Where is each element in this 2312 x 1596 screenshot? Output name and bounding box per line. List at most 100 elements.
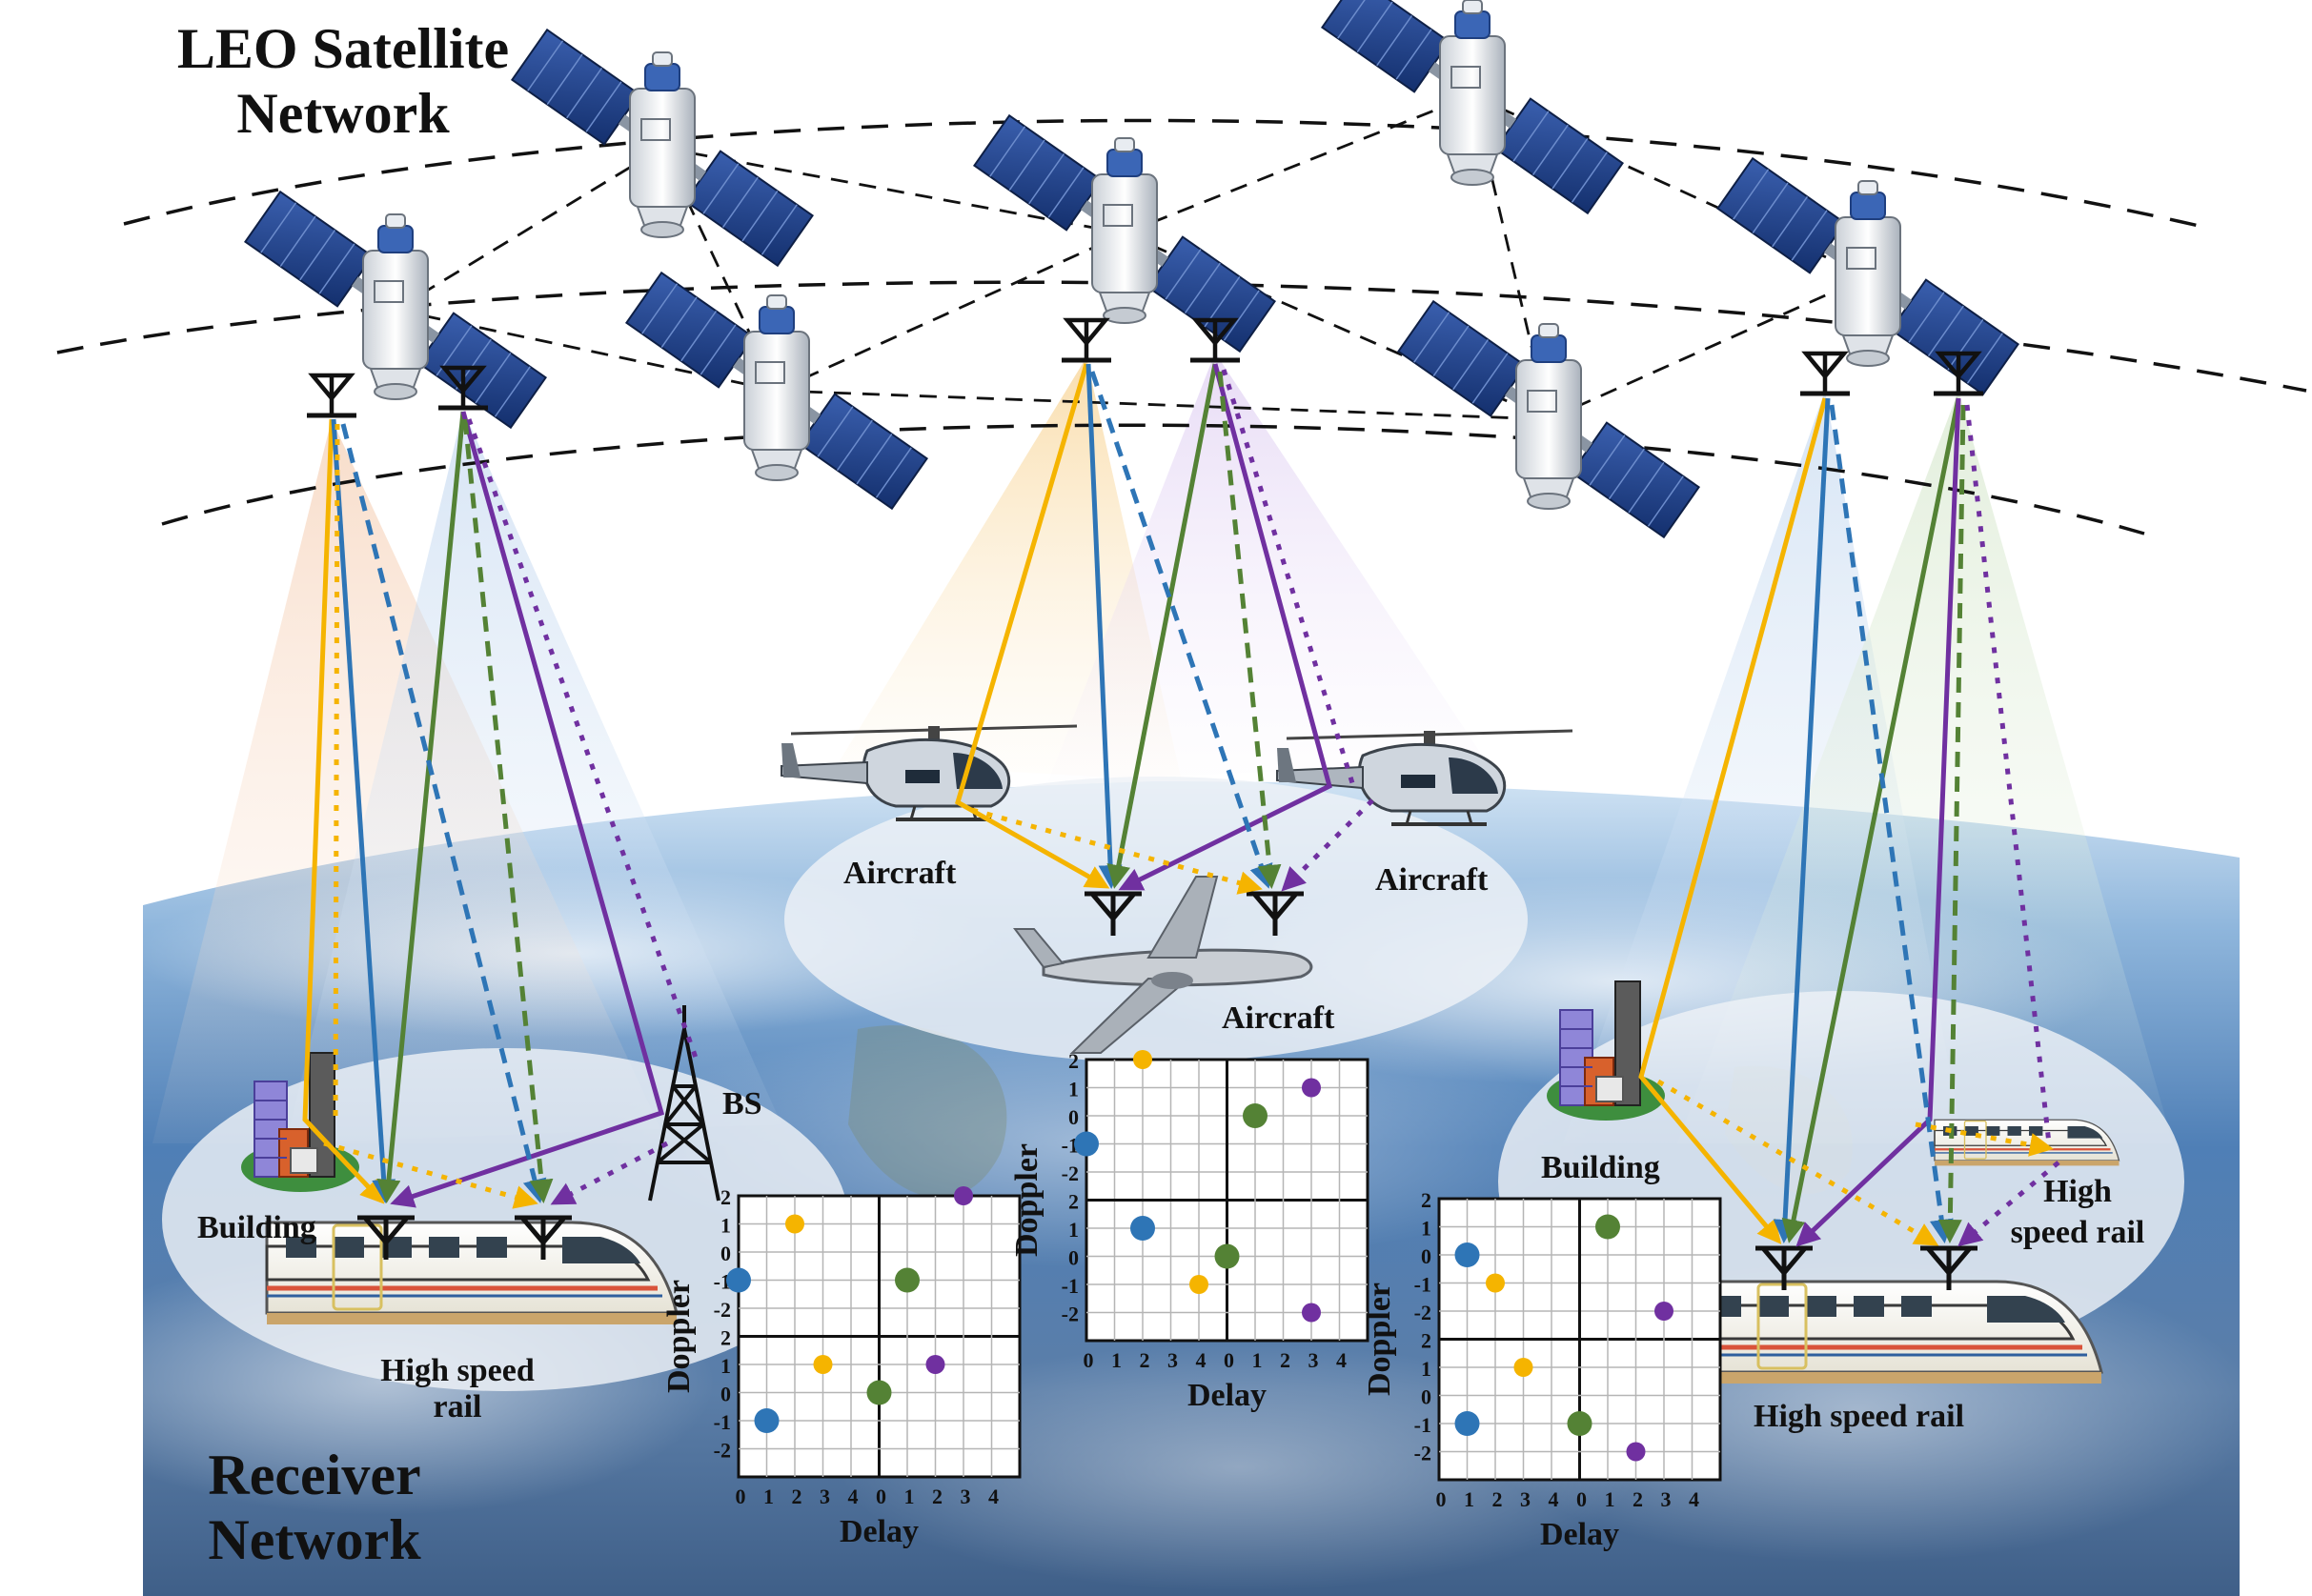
y-tick-label: 0: [720, 1383, 731, 1406]
y-axis-label: Doppler: [661, 1280, 697, 1393]
train-icon: [267, 1222, 677, 1324]
title-line-2: Network: [236, 82, 450, 145]
data-point: [1454, 1411, 1480, 1436]
x-tick-label: 1: [904, 1485, 915, 1508]
label-aircraft-plane: Aircraft: [1222, 1000, 1335, 1036]
x-tick-label: 1: [1111, 1348, 1122, 1372]
x-tick-label: 2: [1140, 1348, 1150, 1372]
data-point: [866, 1380, 892, 1405]
label-hsr-left-1: High speed: [380, 1353, 535, 1388]
airplane-icon: [1013, 876, 1313, 1054]
data-point: [1654, 1302, 1673, 1321]
scene-objects: [240, 724, 2120, 1384]
antenna-icon: [1800, 354, 1850, 394]
y-tick-label: 0: [1068, 1246, 1079, 1270]
data-point: [1302, 1303, 1321, 1323]
x-tick-label: 0: [876, 1485, 886, 1508]
y-tick-label: 0: [1421, 1385, 1431, 1409]
title-line-1: LEO Satellite: [176, 17, 510, 80]
x-tick-label: 4: [848, 1485, 859, 1508]
satellite-icon: [1321, 0, 1624, 214]
satellite-icon: [511, 29, 814, 267]
y-tick-label: 2: [720, 1326, 731, 1350]
x-tick-label: 3: [961, 1485, 971, 1508]
x-tick-label: 3: [1520, 1487, 1531, 1511]
x-axis-label: Delay: [1187, 1378, 1267, 1413]
antenna-icon: [1062, 320, 1111, 360]
y-axis-label: Doppler: [1009, 1143, 1044, 1257]
x-tick-label: 0: [1436, 1487, 1447, 1511]
label-hsr-right-top-1: High: [2043, 1174, 2112, 1209]
data-point: [1302, 1078, 1321, 1098]
y-tick-label: -2: [714, 1439, 731, 1463]
tower-icon: [648, 1005, 720, 1202]
data-point: [954, 1186, 973, 1205]
x-tick-label: 3: [1167, 1348, 1178, 1372]
x-tick-label: 0: [1576, 1487, 1587, 1511]
x-tick-label: 1: [763, 1485, 774, 1508]
y-tick-label: 2: [1421, 1329, 1431, 1353]
antenna-icon: [307, 375, 356, 415]
label-aircraft-right: Aircraft: [1375, 862, 1489, 898]
data-point: [1074, 1131, 1099, 1157]
y-tick-label: -1: [1062, 1274, 1079, 1298]
data-point: [925, 1355, 945, 1374]
x-tick-label: 1: [1605, 1487, 1615, 1511]
data-point: [754, 1408, 780, 1433]
x-tick-label: 4: [988, 1485, 999, 1508]
x-tick-label: 0: [736, 1485, 746, 1508]
data-point: [785, 1214, 804, 1234]
y-tick-label: 1: [1421, 1217, 1431, 1241]
satellite-antennas: [307, 320, 1983, 415]
data-point: [1130, 1216, 1155, 1241]
y-tick-label: -1: [714, 1410, 731, 1434]
x-tick-label: 0: [1224, 1348, 1234, 1372]
data-point: [1214, 1243, 1240, 1269]
label-building-left: Building: [197, 1210, 316, 1245]
label-building-right: Building: [1541, 1150, 1660, 1185]
x-axis-label: Delay: [1540, 1517, 1619, 1552]
train-icon: [1692, 1282, 2101, 1384]
data-point: [1486, 1273, 1505, 1293]
label-bs: BS: [722, 1086, 762, 1121]
y-tick-label: 0: [1068, 1105, 1079, 1129]
orbit-paths: [56, 118, 2307, 535]
satellite-icon: [1397, 300, 1700, 538]
y-axis-label: Doppler: [1362, 1283, 1397, 1396]
data-point: [1133, 1050, 1152, 1069]
y-tick-label: 1: [1421, 1357, 1431, 1381]
satellite-icon: [244, 191, 547, 429]
data-point: [1513, 1358, 1533, 1377]
x-tick-label: 1: [1464, 1487, 1474, 1511]
y-tick-label: 2: [1068, 1190, 1079, 1214]
y-tick-label: 2: [1421, 1188, 1431, 1212]
x-tick-label: 3: [820, 1485, 830, 1508]
data-point: [895, 1267, 920, 1293]
x-tick-label: 2: [1633, 1487, 1643, 1511]
signal-paths: [302, 363, 2060, 1247]
x-tick-label: 4: [1549, 1487, 1559, 1511]
x-tick-label: 2: [1492, 1487, 1503, 1511]
x-tick-label: 2: [1280, 1348, 1290, 1372]
y-tick-label: -2: [1414, 1301, 1431, 1324]
y-tick-label: 1: [1068, 1078, 1079, 1101]
x-tick-label: 3: [1308, 1348, 1319, 1372]
y-tick-label: -2: [714, 1298, 731, 1322]
data-point: [1626, 1442, 1646, 1462]
data-point: [813, 1355, 833, 1374]
x-tick-label: 2: [932, 1485, 943, 1508]
data-point: [1595, 1214, 1620, 1240]
y-tick-label: 0: [720, 1242, 731, 1265]
y-tick-label: -2: [1062, 1303, 1079, 1326]
data-point: [1243, 1103, 1268, 1128]
x-tick-label: 4: [1689, 1487, 1699, 1511]
y-tick-label: -1: [1414, 1413, 1431, 1437]
x-tick-label: 0: [1084, 1348, 1094, 1372]
satellite-icon: [973, 114, 1276, 353]
label-aircraft-left: Aircraft: [843, 856, 957, 891]
y-tick-label: 1: [1068, 1218, 1079, 1242]
data-point: [1567, 1411, 1592, 1436]
